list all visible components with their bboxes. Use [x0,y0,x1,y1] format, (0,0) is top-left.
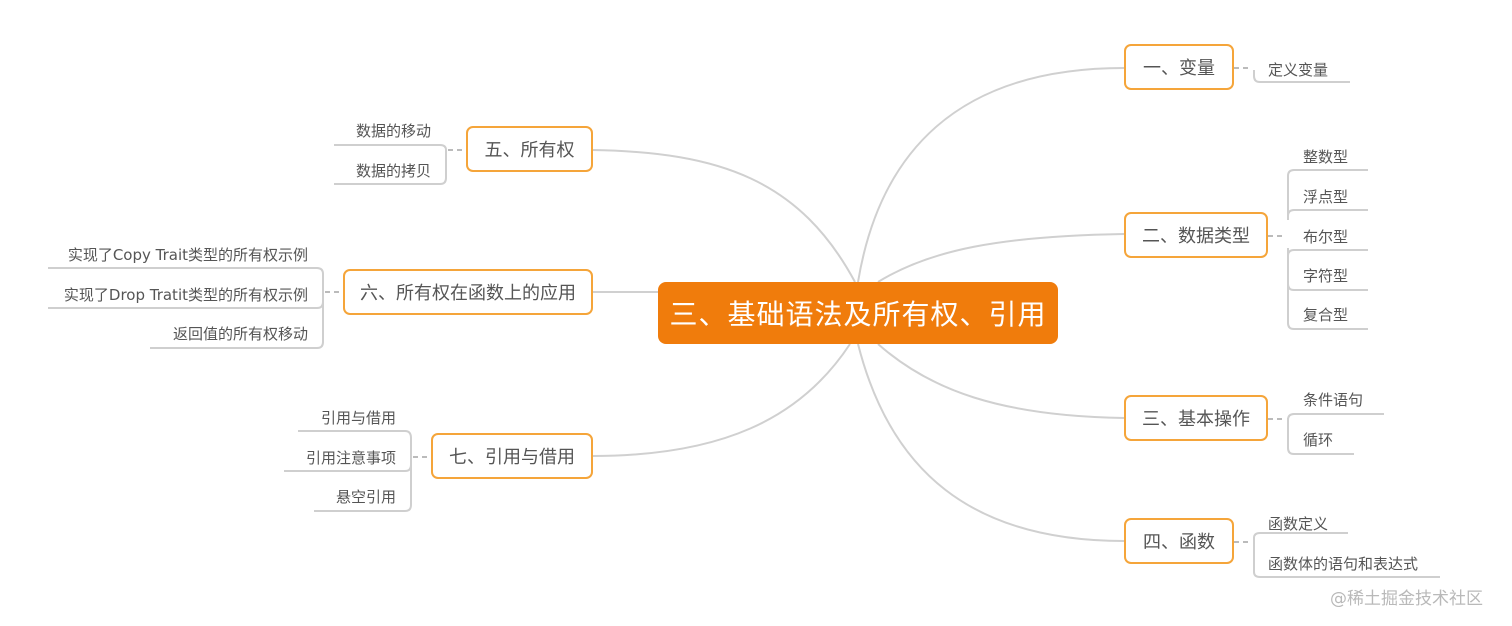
leaf-data-copy[interactable]: 数据的拷贝 [355,162,431,180]
leaf-integer[interactable]: 整数型 [1303,148,1349,166]
topic-data-types[interactable]: 二、数据类型 [1124,212,1268,258]
leaf-reference-notes[interactable]: 引用注意事项 [305,449,396,467]
leaf-return-ownership[interactable]: 返回值的所有权移动 [172,325,308,343]
leaf-reference-borrowing[interactable]: 引用与借用 [320,409,396,427]
watermark: @稀土掘金技术社区 [1330,589,1483,609]
leaf-loop[interactable]: 循环 [1303,431,1334,449]
leaf-copy-trait-example[interactable]: 实现了Copy Trait类型的所有权示例 [67,246,308,264]
topic-variables[interactable]: 一、变量 [1124,44,1234,90]
leaf-define-variable[interactable]: 定义变量 [1268,61,1329,79]
leaf-drop-trait-example[interactable]: 实现了Drop Tratit类型的所有权示例 [63,286,308,304]
leaf-dangling-reference[interactable]: 悬空引用 [335,488,396,506]
leaf-data-move[interactable]: 数据的移动 [355,122,431,140]
topic-basic-operations[interactable]: 三、基本操作 [1124,395,1268,441]
leaf-compound[interactable]: 复合型 [1303,306,1349,324]
leaf-float[interactable]: 浮点型 [1303,188,1349,206]
topic-ownership[interactable]: 五、所有权 [466,126,593,172]
leaf-boolean[interactable]: 布尔型 [1303,228,1349,246]
topic-references-borrowing[interactable]: 七、引用与借用 [431,433,593,479]
leaf-conditional[interactable]: 条件语句 [1303,391,1364,409]
root-topic[interactable]: 三、基础语法及所有权、引用 [658,282,1058,344]
leaf-function-definition[interactable]: 函数定义 [1268,515,1329,533]
leaf-char[interactable]: 字符型 [1303,267,1349,285]
leaf-function-body[interactable]: 函数体的语句和表达式 [1268,555,1419,573]
topic-ownership-in-functions[interactable]: 六、所有权在函数上的应用 [343,269,593,315]
topic-functions[interactable]: 四、函数 [1124,518,1234,564]
